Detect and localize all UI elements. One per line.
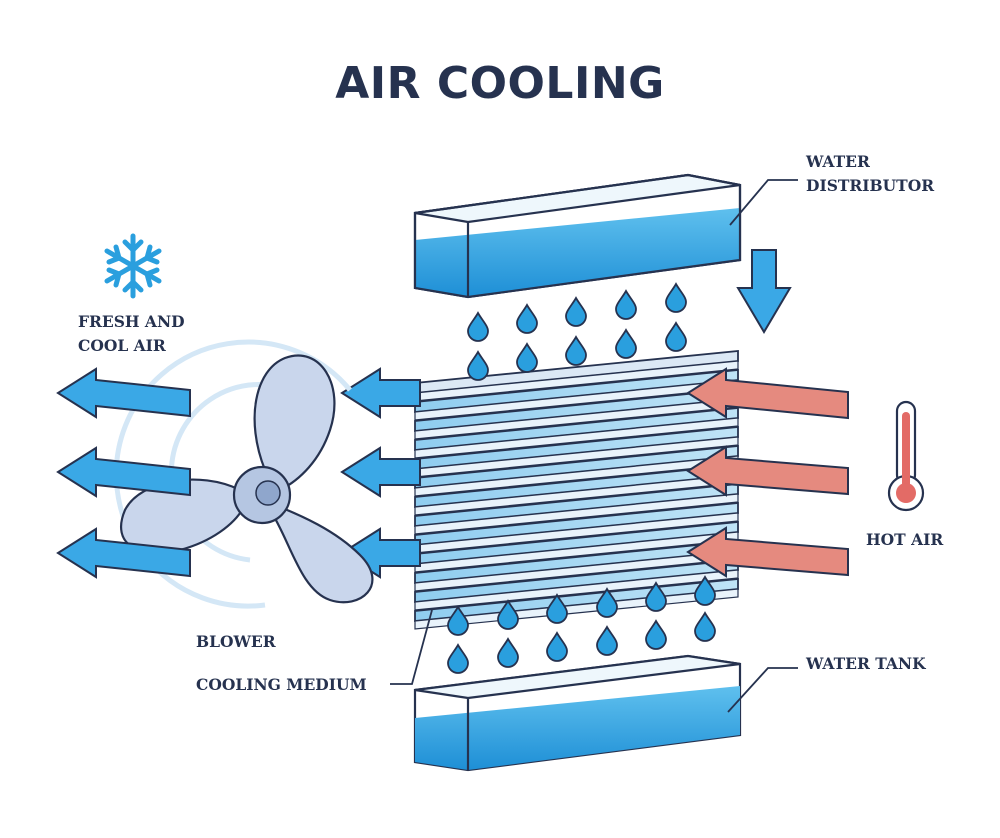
fresh-air-arrow — [56, 446, 191, 498]
snowflake-icon — [104, 233, 162, 299]
water-drop-icon — [565, 296, 587, 327]
label-fresh-cool-air-line1: FRESH AND — [78, 312, 185, 331]
hot-air-arrow — [686, 445, 849, 497]
water-drop-icon — [665, 321, 687, 352]
label-hot-air: HOT AIR — [866, 530, 944, 549]
water-drop-icon — [467, 311, 489, 342]
water-drop-icon — [694, 575, 716, 606]
fin-edge — [414, 493, 739, 535]
water-drop-icon — [665, 282, 687, 313]
water-drop-icon — [615, 289, 637, 320]
water-drop-icon — [546, 593, 568, 624]
leader-lines — [390, 179, 798, 713]
hot-air-arrow — [686, 526, 849, 578]
water-drop-icon — [596, 587, 618, 618]
label-fresh-cool-air: FRESH AND COOL AIR — [78, 310, 185, 358]
fresh-air-arrows — [56, 367, 191, 579]
fresh-air-arrow — [56, 367, 191, 419]
fresh-air-arrow — [56, 527, 191, 579]
water-drop-icon — [516, 303, 538, 334]
hot-air-arrow — [686, 367, 849, 420]
water-drops — [447, 282, 716, 674]
water-tank — [413, 654, 742, 772]
cooling-medium-fins — [414, 350, 739, 630]
water-drop-icon — [694, 611, 716, 642]
water-drop-icon — [615, 328, 637, 359]
water-drop-icon — [516, 342, 538, 373]
hot-air-arrows — [686, 367, 849, 578]
water-drop-icon — [497, 637, 519, 668]
label-water-tank: WATER TANK — [806, 654, 926, 673]
cool-air-arrow — [340, 446, 421, 498]
cool-air-arrow — [340, 367, 421, 419]
water-drop-icon — [447, 643, 469, 674]
water-drop-icon — [596, 625, 618, 656]
water-drop-icon — [645, 581, 667, 612]
water-drop-icon — [467, 350, 489, 381]
label-water-distributor: WATER DISTRIBUTOR — [806, 150, 934, 198]
down-arrow-icon — [736, 249, 792, 334]
thermometer-icon — [887, 400, 925, 512]
water-distributor-tank — [413, 173, 742, 299]
label-water-distributor-line2: DISTRIBUTOR — [806, 176, 935, 195]
label-cooling-medium: COOLING MEDIUM — [196, 675, 367, 694]
water-drop-icon — [497, 599, 519, 630]
page-title: AIR COOLING — [335, 58, 665, 109]
fan-blower-icon — [113, 339, 374, 609]
water-drop-icon — [565, 335, 587, 366]
fin-edge — [414, 569, 739, 611]
fin-edge — [414, 417, 739, 459]
cool-air-arrows — [340, 367, 421, 579]
label-water-distributor-line1: WATER — [806, 152, 870, 171]
water-drop-icon — [546, 631, 568, 662]
label-blower: BLOWER — [196, 632, 276, 651]
label-fresh-cool-air-line2: COOL AIR — [78, 336, 166, 355]
water-drop-icon — [645, 619, 667, 650]
water-drop-icon — [447, 605, 469, 636]
